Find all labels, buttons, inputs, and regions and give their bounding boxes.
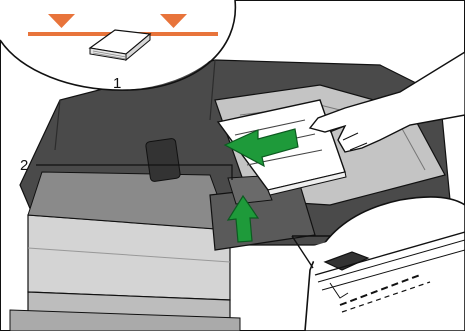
callout-2-label: 2: [20, 157, 28, 174]
callout-1-label: 1: [113, 75, 121, 92]
